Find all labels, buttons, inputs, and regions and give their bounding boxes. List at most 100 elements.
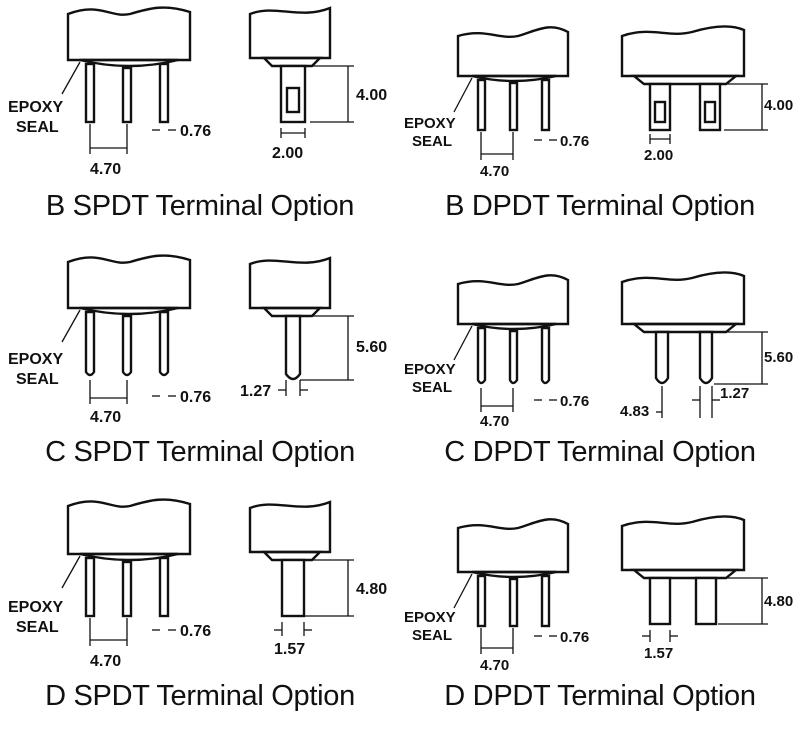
switch-side-body: [620, 515, 746, 572]
epoxy-label-line1: EPOXY: [8, 599, 63, 616]
front-view: [453, 518, 570, 654]
switch-body: [456, 274, 570, 326]
terminal-hole-right: [703, 100, 717, 124]
pitch-label: 4.70: [480, 657, 509, 674]
side-terminal-left: [654, 330, 670, 385]
side-length-label: 5.60: [764, 349, 793, 366]
switch-side-body: [620, 25, 746, 78]
pitch-label: 4.70: [90, 161, 121, 178]
pin-middle: [121, 314, 133, 377]
pin-right: [158, 556, 170, 618]
pin-left: [84, 556, 96, 618]
side-seal: [630, 568, 740, 580]
side-terminal-left: [648, 576, 672, 626]
caption-b-spdt: B SPDT Terminal Option: [45, 190, 355, 222]
terminal-hole-left: [653, 100, 667, 124]
side-terminal: [284, 314, 302, 381]
epoxy-seal-shape: [79, 552, 179, 562]
epoxy-label-line2: SEAL: [412, 627, 452, 644]
switch-body: [66, 498, 192, 556]
d-spdt-drawing: EPOXY SEAL 4.70 0.76 4.80 1.57: [8, 498, 387, 670]
pin-middle: [508, 329, 519, 385]
epoxy-seal-shape: [471, 322, 557, 331]
side-width-label: 1.57: [644, 645, 673, 662]
pin-right: [540, 574, 551, 628]
panel-d-spdt: EPOXY SEAL 4.70 0.76 4.80 1.57 D SPDT Te…: [0, 490, 400, 732]
pin-width-label: 0.76: [560, 629, 589, 646]
side-seal: [261, 306, 323, 318]
side-view: [248, 500, 354, 636]
switch-side-body: [248, 500, 332, 554]
side-width-label: 2.00: [644, 147, 673, 164]
side-width-label: 1.57: [274, 641, 305, 658]
pin-width-label: 0.76: [180, 389, 211, 406]
side-length-label: 4.80: [356, 581, 387, 598]
pitch-label: 4.70: [90, 653, 121, 670]
panel-c-spdt: EPOXY SEAL 4.70 0.76 5.60 1.27 C SPDT Te…: [0, 246, 400, 488]
b-spdt-drawing: EPOXY SEAL 4.70 0.76 4.00 2.00: [8, 6, 387, 178]
pin-middle: [121, 66, 133, 124]
epoxy-label-line2: SEAL: [16, 371, 59, 388]
epoxy-seal-shape: [471, 74, 557, 83]
pin-left: [84, 62, 96, 124]
caption-b-dpdt: B DPDT Terminal Option: [445, 190, 755, 222]
pin-middle: [508, 577, 519, 628]
epoxy-label-line1: EPOXY: [404, 115, 456, 132]
pin-width-label: 0.76: [180, 623, 211, 640]
side-width-label: 1.27: [240, 383, 271, 400]
side-length-label: 4.00: [356, 87, 387, 104]
switch-body: [456, 518, 570, 574]
front-view: [61, 498, 192, 646]
caption-d-dpdt: D DPDT Terminal Option: [444, 680, 756, 712]
epoxy-label-line1: EPOXY: [404, 361, 456, 378]
pitch-label: 4.70: [480, 413, 509, 430]
epoxy-leader: [61, 61, 81, 95]
pin-width-label: 0.76: [560, 393, 589, 410]
side-seal: [630, 322, 740, 334]
side-view: [620, 271, 768, 418]
switch-side-body: [248, 6, 332, 60]
side-view: [248, 256, 354, 396]
side-length-label: 5.60: [356, 339, 387, 356]
pin-right: [540, 78, 551, 132]
pin-width-label: 0.76: [560, 133, 589, 150]
pitch-label: 4.70: [480, 163, 509, 180]
epoxy-leader: [61, 309, 81, 343]
pin-right: [158, 310, 170, 377]
epoxy-label-line1: EPOXY: [8, 99, 63, 116]
panel-b-spdt: EPOXY SEAL 4.70 0.76 4.00 2.00 B SPDT Te…: [0, 0, 400, 242]
pin-left: [84, 310, 96, 377]
pin-right: [540, 326, 551, 385]
epoxy-leader: [453, 325, 473, 361]
pitch-label: 4.70: [90, 409, 121, 426]
switch-body: [66, 254, 192, 310]
side-view: [248, 6, 354, 138]
epoxy-label-line1: EPOXY: [404, 609, 456, 626]
c-spdt-drawing: EPOXY SEAL 4.70 0.76 5.60 1.27: [8, 254, 387, 426]
epoxy-seal-shape: [79, 306, 179, 316]
c-dpdt-drawing: EPOXY SEAL 4.70 0.76 5.60 1.27 4.: [404, 271, 793, 430]
pin-left: [476, 78, 487, 132]
caption-c-spdt: C SPDT Terminal Option: [45, 436, 355, 468]
epoxy-seal-shape: [79, 58, 179, 68]
side-terminal-right: [698, 330, 714, 385]
pin-left: [476, 574, 487, 628]
epoxy-label-line1: EPOXY: [8, 351, 63, 368]
epoxy-label-line2: SEAL: [16, 119, 59, 136]
side-length-label: 4.00: [764, 97, 793, 114]
d-dpdt-drawing: EPOXY SEAL 4.70 0.76 4.80 1.57: [404, 515, 793, 674]
switch-side-body: [620, 271, 746, 326]
side-pitch-label: 4.83: [620, 403, 649, 420]
caption-c-dpdt: C DPDT Terminal Option: [444, 436, 756, 468]
epoxy-label-line2: SEAL: [412, 133, 452, 150]
front-view: [61, 254, 192, 404]
front-view: [453, 26, 570, 160]
caption-d-spdt: D SPDT Terminal Option: [45, 680, 355, 712]
epoxy-leader: [61, 555, 81, 589]
epoxy-leader: [453, 77, 473, 113]
panel-d-dpdt: EPOXY SEAL 4.70 0.76 4.80 1.57 D DPDT Te…: [400, 490, 800, 732]
terminal-hole: [285, 86, 301, 114]
side-seal: [261, 550, 323, 562]
panel-c-dpdt: EPOXY SEAL 4.70 0.76 5.60 1.27 4.: [400, 246, 800, 488]
